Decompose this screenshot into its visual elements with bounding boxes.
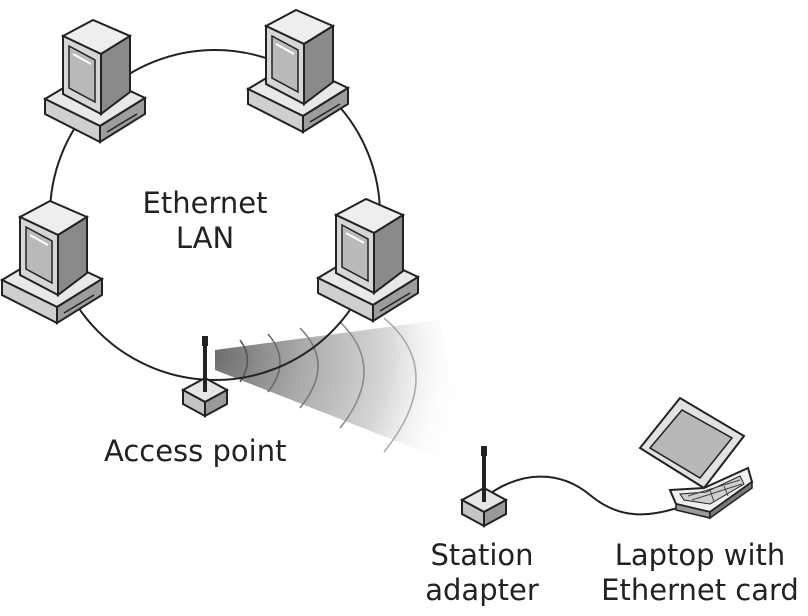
computer-icon [1, 200, 103, 324]
station-adapter-label-line1: Station [430, 538, 534, 572]
laptop-label: Laptop with Ethernet card [594, 538, 806, 608]
station-adapter-icon [460, 444, 508, 528]
station-adapter-label-line2: adapter [425, 572, 539, 607]
ethernet-lan-label-line1: Ethernet [142, 186, 268, 220]
computer-icon [44, 19, 146, 143]
laptop-label-line2: Ethernet card [601, 572, 799, 607]
laptop-icon [638, 396, 754, 520]
computer-icon [247, 9, 349, 133]
laptop-cable [483, 475, 701, 516]
laptop-label-line1: Laptop with [614, 538, 786, 572]
computer-icon [317, 198, 419, 322]
access-point-label: Access point [104, 434, 287, 468]
access-point-icon [181, 334, 229, 418]
ethernet-lan-label: Ethernet LAN [120, 186, 290, 256]
station-adapter-label: Station adapter [414, 538, 550, 608]
ethernet-lan-label-line2: LAN [175, 220, 235, 255]
